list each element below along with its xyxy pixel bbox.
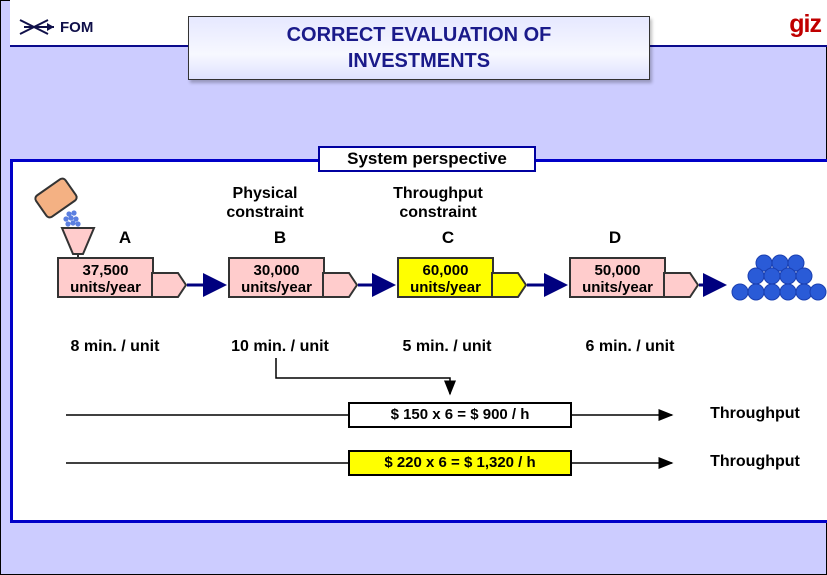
station-d-time: 6 min. / unit xyxy=(585,338,675,355)
throughput-label-1: Throughput xyxy=(710,405,800,422)
station-a-letter: A xyxy=(118,228,132,247)
giz-logo: giz xyxy=(789,10,822,38)
station-d-unit: units/year xyxy=(582,279,653,296)
station-b-box: 30,000 units/year xyxy=(228,257,325,298)
throughput-label-2: Throughput xyxy=(710,453,800,470)
station-c-capacity: 60,000 xyxy=(422,262,469,279)
station-d-spout xyxy=(663,272,700,298)
throughput-constraint-label: Throughput constraint xyxy=(393,185,483,221)
station-b-time: 10 min. / unit xyxy=(231,338,329,355)
station-b-spout xyxy=(322,272,359,298)
physical-constraint-label: Physical constraint xyxy=(226,185,304,221)
slide-title: CORRECT EVALUATION OF INVESTMENTS xyxy=(188,16,650,80)
station-c-spout xyxy=(491,272,528,298)
station-d-letter: D xyxy=(608,228,622,247)
throughput-equation-1: $ 150 x 6 = $ 900 / h xyxy=(348,402,572,428)
station-c-time: 5 min. / unit xyxy=(402,338,492,355)
station-d-box: 50,000 units/year xyxy=(569,257,666,298)
station-c-unit: units/year xyxy=(410,279,481,296)
title-line-1: CORRECT EVALUATION OF xyxy=(286,24,552,46)
bottleneck-connector xyxy=(275,358,456,396)
station-c-box: 60,000 units/year xyxy=(397,257,494,298)
station-a-spout xyxy=(151,272,188,298)
throughput-equation-2: $ 220 x 6 = $ 1,320 / h xyxy=(348,450,572,476)
station-a-capacity: 37,500 xyxy=(82,262,129,279)
fom-logo-text: FOM xyxy=(60,18,94,36)
title-line-2: INVESTMENTS xyxy=(347,50,491,72)
system-perspective-label: System perspective xyxy=(318,146,536,172)
station-a-unit: units/year xyxy=(70,279,141,296)
station-b-unit: units/year xyxy=(241,279,312,296)
station-a-time: 8 min. / unit xyxy=(70,338,160,355)
station-a-box: 37,500 units/year xyxy=(57,257,154,298)
finished-products-icon xyxy=(731,254,827,301)
fom-arrow-icon xyxy=(19,19,54,35)
station-b-letter: B xyxy=(273,228,287,247)
fom-logo: FOM xyxy=(18,12,93,42)
station-b-capacity: 30,000 xyxy=(253,262,300,279)
station-c-letter: C xyxy=(441,228,455,247)
station-d-capacity: 50,000 xyxy=(594,262,641,279)
